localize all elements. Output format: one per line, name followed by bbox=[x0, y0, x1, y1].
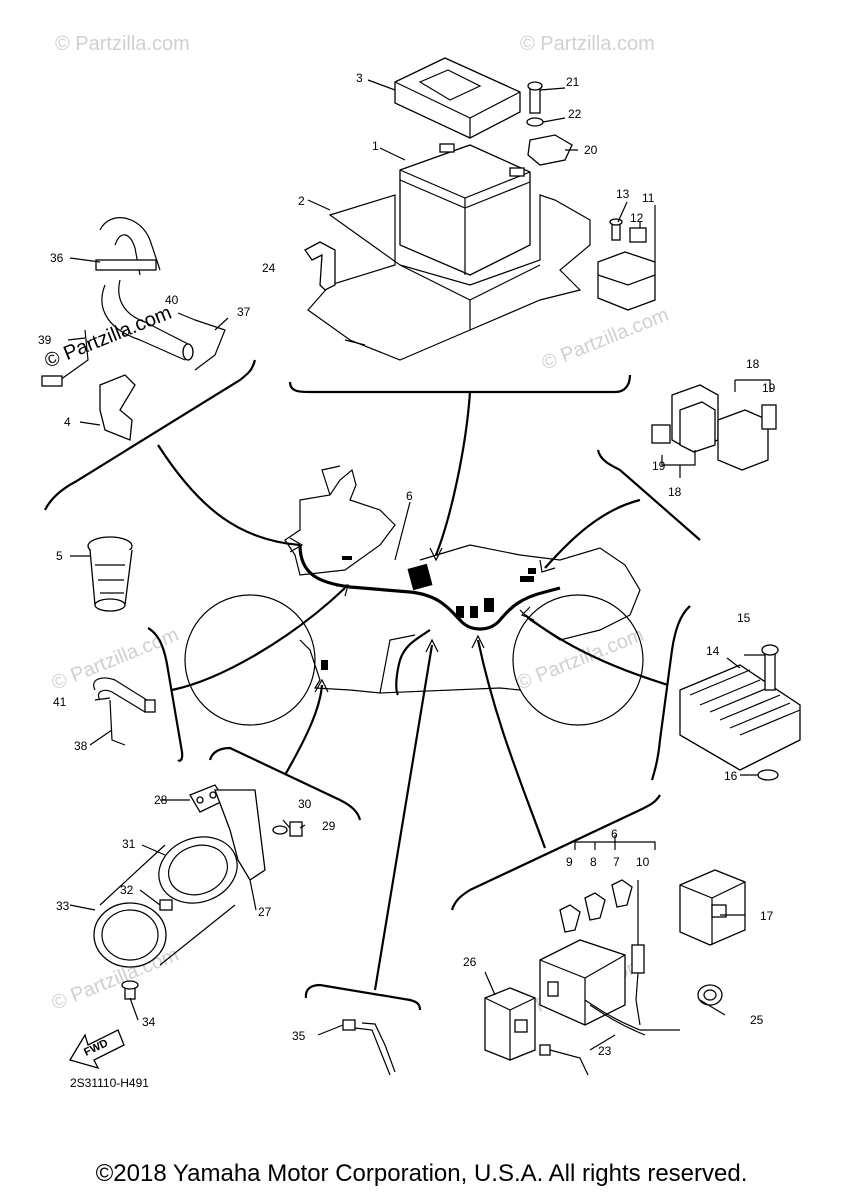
leader-headlight bbox=[284, 684, 324, 776]
watermark-text: © Partzilla.com bbox=[539, 304, 672, 375]
callout-4: 4 bbox=[64, 415, 71, 429]
watermark-text: © Partzilla.com bbox=[520, 33, 655, 55]
battery-location-mark bbox=[407, 563, 433, 591]
motorcycle-outline bbox=[184, 465, 644, 726]
callout-7: 7 bbox=[613, 855, 620, 869]
callout-41: 41 bbox=[53, 695, 67, 709]
callout-17: 17 bbox=[760, 909, 774, 923]
fusebox-group bbox=[484, 835, 746, 1076]
hose-group bbox=[41, 217, 226, 441]
callout-24: 24 bbox=[262, 261, 276, 275]
leader-tie bbox=[373, 644, 434, 991]
callout-3: 3 bbox=[356, 71, 363, 85]
battery-group bbox=[304, 57, 656, 361]
callout-38: 38 bbox=[74, 739, 88, 753]
diagram-code: 2S31110-H491 bbox=[70, 1076, 149, 1090]
callout-16: 16 bbox=[724, 769, 738, 783]
callout-labels: 1 2 3 4 5 6 7 8 9 10 11 12 13 14 15 16 1… bbox=[38, 71, 776, 1058]
arrow-head bbox=[520, 606, 535, 621]
callout-34: 34 bbox=[142, 1015, 156, 1029]
callout-25: 25 bbox=[750, 1013, 764, 1027]
wire-branch bbox=[395, 629, 431, 696]
callout-22: 22 bbox=[568, 107, 582, 121]
arrow-head bbox=[289, 537, 304, 553]
callout-15: 15 bbox=[737, 611, 751, 625]
callout-33: 33 bbox=[56, 899, 70, 913]
watermark-text-dark: © Partzilla.com bbox=[42, 302, 175, 373]
fwd-arrow: FWD bbox=[69, 1029, 125, 1070]
callout-36: 36 bbox=[50, 251, 64, 265]
callout-40: 40 bbox=[165, 293, 179, 307]
callout-8: 8 bbox=[590, 855, 597, 869]
callout-23: 23 bbox=[598, 1044, 612, 1058]
callout-5: 5 bbox=[56, 549, 63, 563]
callout-2: 2 bbox=[298, 194, 305, 208]
callout-27: 27 bbox=[258, 905, 272, 919]
callout-19-right: 19 bbox=[762, 381, 776, 395]
callout-9: 9 bbox=[566, 855, 573, 869]
callout-29: 29 bbox=[322, 819, 336, 833]
leader-left bbox=[171, 587, 346, 692]
arrow-head bbox=[471, 634, 485, 649]
group-bracket-battery bbox=[288, 374, 632, 394]
callout-18-bottom: 18 bbox=[668, 485, 682, 499]
callout-28: 28 bbox=[154, 793, 168, 807]
leader-relay bbox=[544, 498, 641, 569]
callout-6-group: 6 bbox=[611, 827, 618, 841]
callout-39: 39 bbox=[38, 333, 52, 347]
group-bracket-tie bbox=[304, 983, 422, 1011]
wire-harness bbox=[298, 544, 561, 631]
group-bracket-fusebox bbox=[450, 794, 661, 911]
group-bracket-left bbox=[147, 627, 184, 762]
watermark-text: © Partzilla.com bbox=[55, 33, 190, 55]
arrow-head bbox=[429, 547, 443, 562]
arrow-head bbox=[539, 559, 556, 573]
callout-31: 31 bbox=[122, 837, 136, 851]
item-5 bbox=[87, 536, 133, 612]
headlight-group bbox=[93, 784, 303, 1000]
watermark-text: © Partzilla.com bbox=[49, 624, 182, 695]
callout-1: 1 bbox=[372, 139, 379, 153]
leader-fusebox bbox=[476, 639, 547, 849]
arrow-head bbox=[425, 638, 439, 653]
callout-19-left: 19 bbox=[652, 459, 666, 473]
callout-10: 10 bbox=[636, 855, 650, 869]
arrow-head bbox=[335, 584, 349, 597]
group-bracket-hose bbox=[44, 359, 257, 511]
callout-14: 14 bbox=[706, 644, 720, 658]
callout-13: 13 bbox=[616, 187, 630, 201]
leader-rectifier bbox=[524, 614, 669, 687]
rectifier-group bbox=[679, 644, 801, 781]
callout-30: 30 bbox=[298, 797, 312, 811]
callout-35: 35 bbox=[292, 1029, 306, 1043]
watermarks: © Partzilla.com © Partzilla.com © Partzi… bbox=[49, 33, 672, 1025]
leader-hose bbox=[157, 444, 301, 547]
item-35 bbox=[342, 1019, 396, 1076]
callout-20: 20 bbox=[584, 143, 598, 157]
leader-battery bbox=[434, 391, 472, 556]
arrow-head bbox=[314, 678, 329, 693]
group-bracket-rectifier bbox=[650, 605, 691, 781]
copyright-notice: ©2018 Yamaha Motor Corporation, U.S.A. A… bbox=[95, 1160, 748, 1187]
callout-21: 21 bbox=[566, 75, 580, 89]
relay-group bbox=[651, 379, 777, 478]
callout-37: 37 bbox=[237, 305, 251, 319]
callout-26: 26 bbox=[463, 955, 477, 969]
callout-6: 6 bbox=[406, 489, 413, 503]
callout-32: 32 bbox=[120, 883, 134, 897]
callout-18-top: 18 bbox=[746, 357, 760, 371]
callout-12: 12 bbox=[630, 211, 644, 225]
callout-11: 11 bbox=[642, 191, 655, 205]
group-bracket-relay bbox=[596, 449, 701, 541]
item-41-38 bbox=[93, 677, 156, 746]
